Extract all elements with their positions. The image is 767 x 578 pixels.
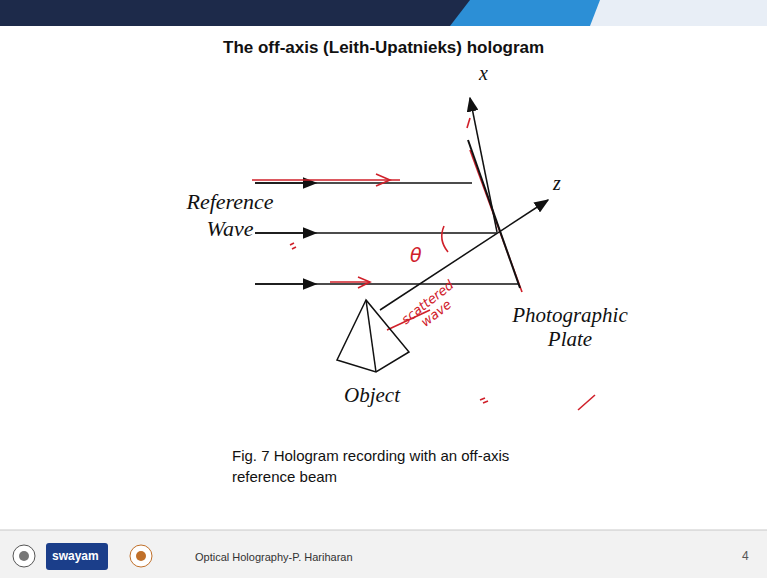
object-label: Object <box>344 383 400 408</box>
slide-title: The off-axis (Leith-Upatnieks) hologram <box>223 38 544 58</box>
axis-label: z <box>553 172 561 195</box>
object-pyramid <box>337 300 409 372</box>
logo-emblem <box>13 545 35 567</box>
plate-label: Photographic Plate <box>505 303 635 351</box>
nptel-logo <box>136 551 146 561</box>
axis-label: x <box>479 62 488 85</box>
red-annotations <box>252 118 595 410</box>
footer-text: Optical Holography-P. Hariharan <box>195 551 353 563</box>
figure-caption: Fig. 7 Hologram recording with an off-ax… <box>232 445 532 487</box>
logo-text: swayam <box>52 549 99 563</box>
logo-emblem <box>19 551 29 561</box>
page-number: 4 <box>742 549 749 563</box>
handwritten-note: scattered wave <box>398 277 466 338</box>
top-bar <box>0 0 767 26</box>
x-axis <box>470 98 497 232</box>
wave-label: Reference Wave <box>180 188 280 242</box>
top-bar-accent <box>590 0 767 26</box>
swayam-logo <box>46 543 108 570</box>
z-axis <box>380 200 548 310</box>
bottom-bar <box>0 530 767 578</box>
nptel-logo <box>130 545 152 567</box>
top-bar-accent <box>450 0 767 26</box>
bottom-rule <box>0 530 767 531</box>
angle-label: θ <box>410 244 422 266</box>
reference-rays <box>255 183 518 284</box>
